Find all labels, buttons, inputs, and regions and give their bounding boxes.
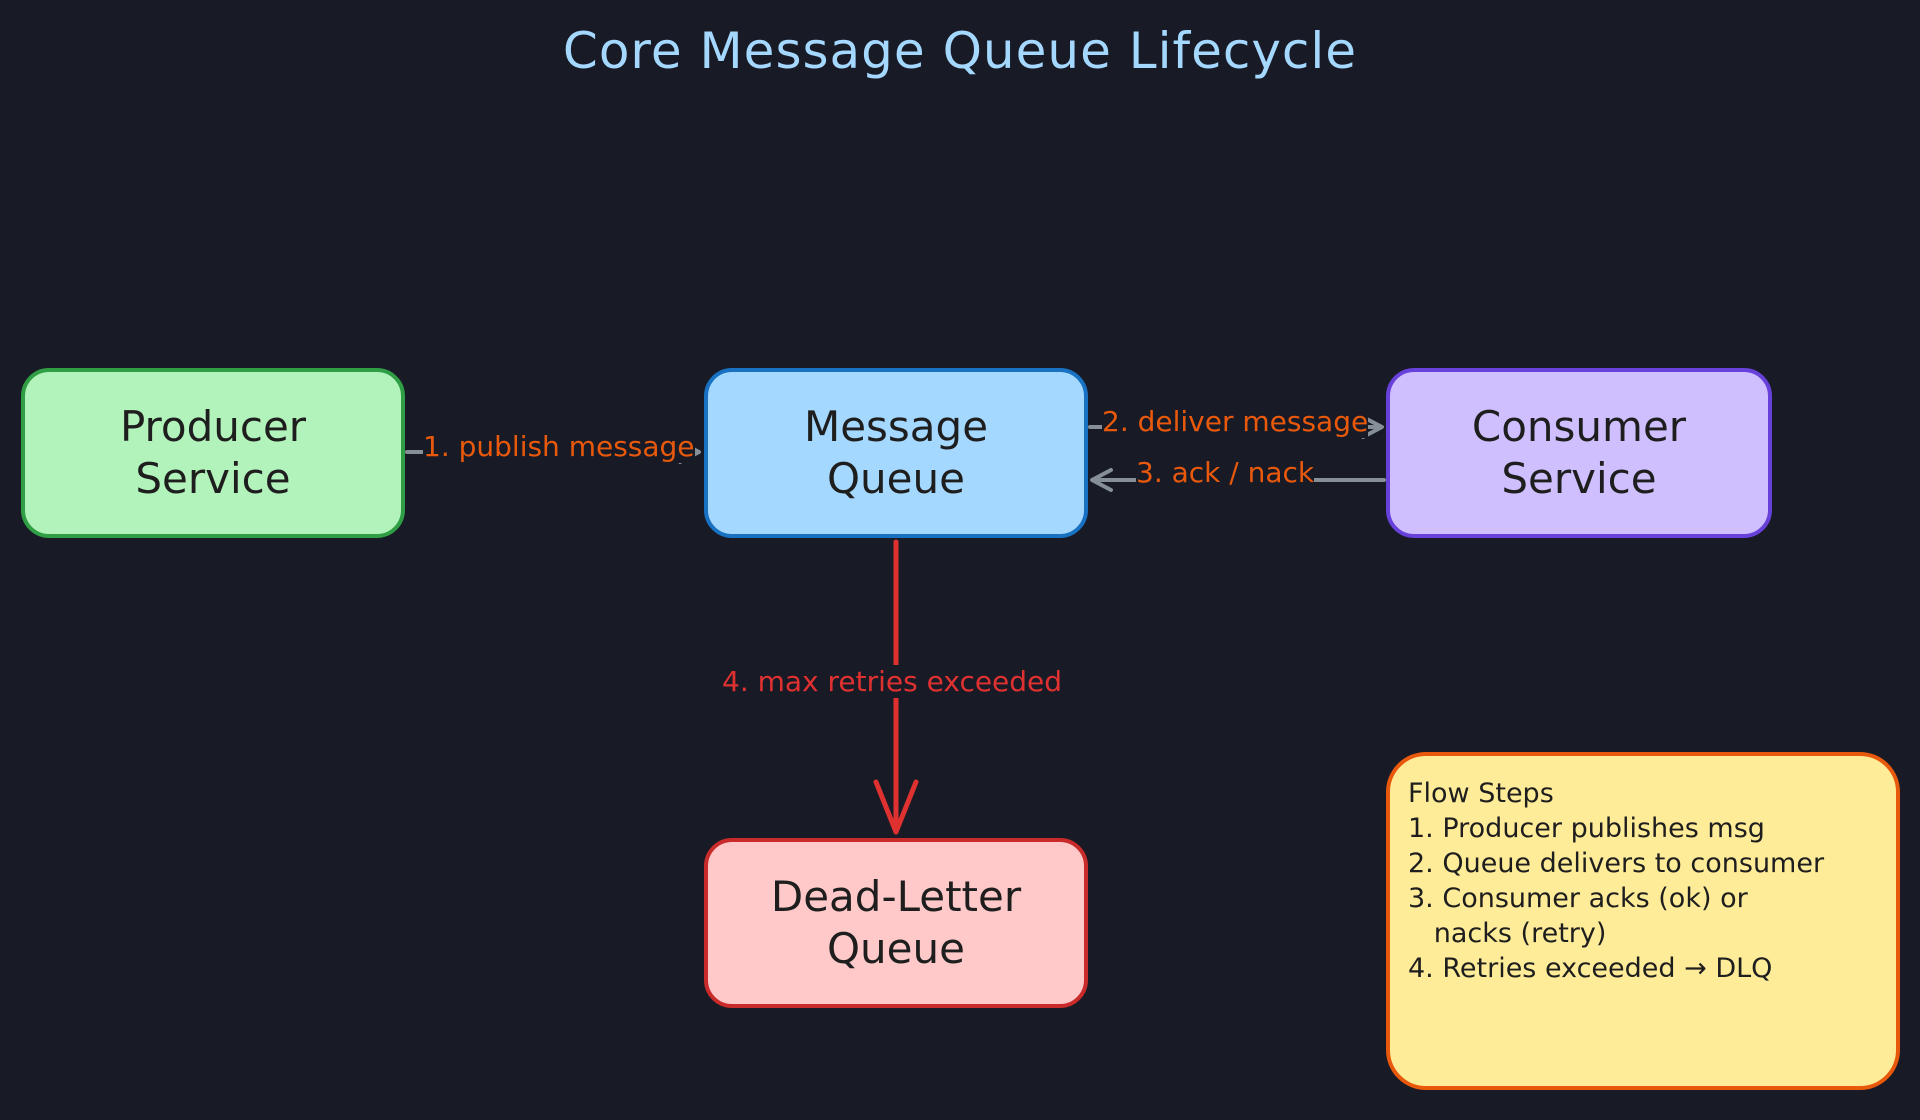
edge-label-publish: 1. publish message (423, 430, 695, 463)
producer-label-line1: Producer (119, 401, 307, 451)
consumer-label-line1: Consumer (1471, 401, 1687, 451)
consumer-label-line2: Service (1501, 454, 1657, 503)
producer-service-node[interactable]: Producer Service (21, 368, 405, 538)
dlq-label-line2: Queue (827, 924, 965, 973)
note-line: 3. Consumer acks (ok) or (1408, 883, 1748, 914)
flow-steps-note: Flow Steps 1. Producer publishes msg 2. … (1386, 752, 1900, 1090)
note-line: 2. Queue delivers to consumer (1408, 848, 1825, 879)
dead-letter-queue-node[interactable]: Dead-Letter Queue (704, 838, 1088, 1008)
note-line: 4. Retries exceeded → DLQ (1408, 953, 1773, 984)
note-heading: Flow Steps (1408, 778, 1554, 809)
diagram-title: Core Message Queue Lifecycle (562, 22, 1358, 80)
edge-label-ack: 3. ack / nack (1136, 456, 1315, 489)
edge-label-retries: 4. max retries exceeded (716, 665, 1069, 698)
note-line: nacks (retry) (1408, 918, 1607, 949)
consumer-service-node[interactable]: Consumer Service (1386, 368, 1772, 538)
producer-label-line2: Service (135, 454, 291, 503)
queue-label-line1: Message (803, 401, 989, 451)
edge-label-deliver: 2. deliver message (1102, 405, 1369, 438)
message-queue-node[interactable]: Message Queue (704, 368, 1088, 538)
dlq-label-line1: Dead-Letter (770, 871, 1022, 921)
queue-label-line2: Queue (827, 454, 965, 503)
note-line: 1. Producer publishes msg (1408, 813, 1765, 844)
